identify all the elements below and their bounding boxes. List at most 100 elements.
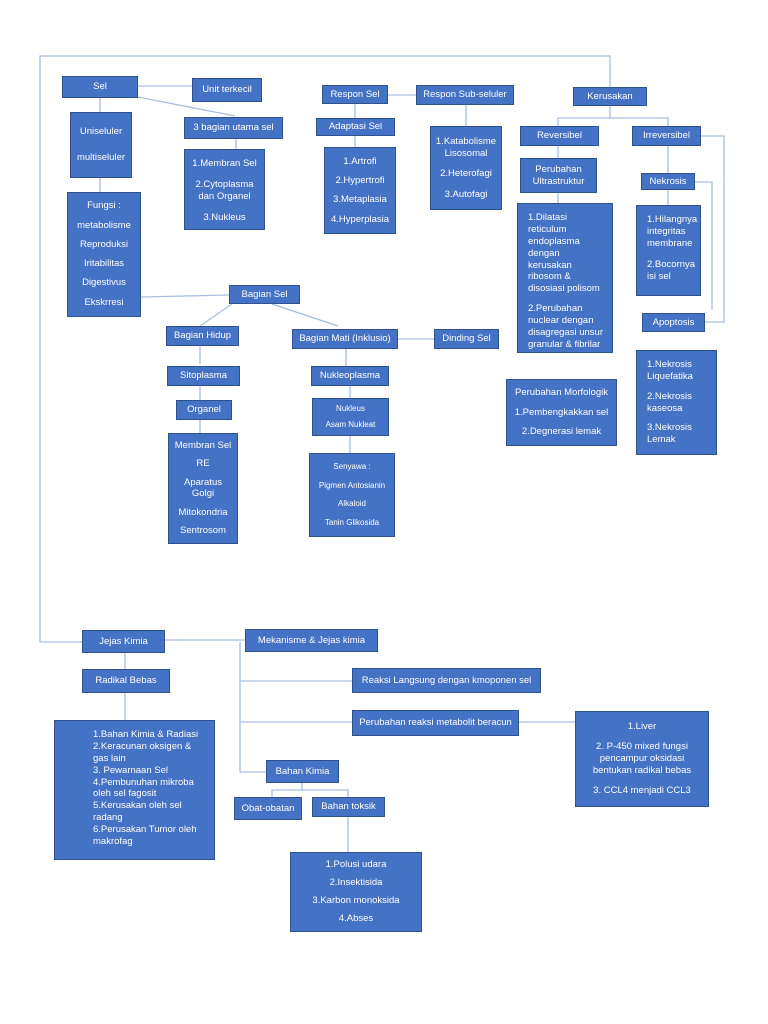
connector <box>39 55 611 642</box>
node-radikal-list: 1.Bahan Kimia & Radiasi 2.Keracunan oksi… <box>54 720 215 860</box>
connector <box>695 181 713 310</box>
node-fungsi: Fungsi : metabolisme Reproduksi Iritabil… <box>67 192 141 317</box>
node-bagian-utama-list: 1.Membran Sel 2.Cytoplasma dan Organel 3… <box>184 149 265 230</box>
list-item: 1.Bahan Kimia & Radiasi <box>93 729 199 740</box>
node-label: Adaptasi Sel <box>328 121 383 133</box>
list-item: Alkaloid <box>337 499 366 509</box>
node-sel: Sel <box>62 76 138 98</box>
node-label: Radikal Bebas <box>95 675 157 687</box>
list-item: 1.Membran Sel <box>192 158 257 169</box>
node-label: Mekanisme & Jejas kimia <box>257 634 366 646</box>
node-label: Perubahan reaksi metabolit beracun <box>359 717 512 729</box>
node-nekrosis: Nekrosis <box>641 173 695 190</box>
list-item: Senyawa : <box>333 462 371 472</box>
list-item: 2.Nekrosis kaseosa <box>647 390 692 414</box>
list-item: 2.Hypertrofi <box>335 174 385 186</box>
list-item: 2.Perubahan nuclear dengan disagregasi u… <box>528 303 603 350</box>
list-item: 3.Karbon monoksida <box>312 895 400 907</box>
node-label: 3 bagian utama sel <box>193 122 274 134</box>
node-bahan-toksik: Bahan toksik <box>312 797 385 817</box>
list-item: 1.Dilatasi reticulum endoplasma dengan k… <box>528 212 600 295</box>
node-senyawa-list: Senyawa : Pigmen Antosianin Alkaloid Tan… <box>309 453 395 537</box>
node-mekanisme: Mekanisme & Jejas kimia <box>245 629 378 652</box>
node-organel-list: Membran Sel RE Aparatus Golgi Mitokondri… <box>168 433 238 544</box>
list-item: Sentrosom <box>180 524 226 536</box>
list-item: 3.Autofagi <box>444 188 488 200</box>
node-respon-subseluler: Respon Sub-seluler <box>416 85 514 105</box>
node-label: Organel <box>187 404 221 416</box>
node-label: Respon Sub-seluler <box>423 89 507 101</box>
list-item: 5.Kerusakan oleh sel radang <box>93 800 182 824</box>
connector <box>271 783 303 797</box>
connector <box>271 303 339 327</box>
list-item: 4.Abses <box>338 913 374 924</box>
list-item: metabolisme <box>77 219 131 231</box>
list-item: Fungsi : <box>87 200 121 212</box>
list-item: 2.Bocornya isi sel <box>647 258 696 282</box>
list-item: Perubahan Morfologik <box>515 387 608 399</box>
node-toksik-list: 1.Polusi udara 2.Insektisida 3.Karbon mo… <box>290 852 422 932</box>
list-item: 2.Cytoplasma dan Organel <box>195 178 254 202</box>
node-label: Dinding Sel <box>442 333 491 345</box>
node-label: Bahan Kimia <box>275 765 330 777</box>
node-kerusakan: Kerusakan <box>573 87 647 106</box>
list-item: 1.Pembengkakkan sel <box>514 406 609 418</box>
node-label: Kerusakan <box>587 90 633 102</box>
list-item: Iritabilitas <box>83 258 125 270</box>
node-label: Bagian Sel <box>241 288 288 300</box>
connector <box>701 135 725 323</box>
node-apoptosis: Apoptosis <box>642 313 705 332</box>
node-label: Reversibel <box>537 130 582 142</box>
node-label: Perubahan Ultrastruktur <box>532 163 585 187</box>
list-item: Membran Sel <box>174 440 232 452</box>
node-liver-list: 1.Liver 2. P-450 mixed fungsi pencampur … <box>575 711 709 807</box>
node-nukleus-list: Nukleus Asam Nukleat <box>312 398 389 436</box>
list-item: 2.Insektisida <box>329 877 383 889</box>
node-irreversibel: Irreversibel <box>632 126 701 146</box>
node-label: Jejas Kimia <box>99 635 148 647</box>
node-label: Respon Sel <box>330 88 380 100</box>
node-label: Bagian Mati (Inklusio) <box>299 333 391 345</box>
node-radikal-bebas: Radikal Bebas <box>82 669 170 693</box>
list-item: 3. Pewarnaan Sel <box>93 764 168 776</box>
node-label: Bahan toksik <box>321 801 376 813</box>
list-item: 3.Nekrosis Lemak <box>647 422 692 446</box>
list-item: 6.Perusakan Tumor oleh makrofag <box>93 824 197 847</box>
node-obat-obatan: Obat-obatan <box>234 797 302 820</box>
connector <box>557 106 611 126</box>
node-bagian-sel: Bagian Sel <box>229 285 300 304</box>
node-jejas-kimia: Jejas Kimia <box>82 630 165 653</box>
list-item: 2. P-450 mixed fungsi pencampur oksidasi… <box>592 741 692 776</box>
list-item: Reproduksi <box>79 238 129 250</box>
node-label: Reaksi Langsung dengan kmoponen sel <box>361 674 532 686</box>
list-item: 3.Nukleus <box>203 211 246 223</box>
list-item: RE <box>196 458 210 470</box>
connector <box>239 642 266 773</box>
list-item: 3. CCL4 menjadi CCL3 <box>593 785 691 797</box>
node-bahan-kimia: Bahan Kimia <box>266 760 339 783</box>
node-perubahan-morfologik: Perubahan Morfologik 1.Pembengkakkan sel… <box>506 379 617 446</box>
list-item: Digestivus <box>82 277 126 289</box>
list-item: 1.Liver <box>627 720 657 732</box>
node-adaptasi-list: 1.Artrofi 2.Hypertrofi 3.Metaplasia 4.Hy… <box>324 147 396 234</box>
node-label: Sel <box>93 81 107 93</box>
node-bagian-utama-sel: 3 bagian utama sel <box>184 117 283 139</box>
list-item: 2.Heterofagi <box>440 168 492 179</box>
node-reaksi-langsung: Reaksi Langsung dengan kmoponen sel <box>352 668 541 693</box>
list-item: Pigmen Antosianin <box>318 480 386 490</box>
list-item: 2.Degnerasi lemak <box>521 425 602 437</box>
node-ultrastruktur-list: 1.Dilatasi reticulum endoplasma dengan k… <box>517 203 613 353</box>
list-item: Mitokondria <box>178 506 228 518</box>
list-item: 1.Artrofi <box>343 155 377 167</box>
list-item: 1.Katabolisme Lisosomal <box>435 135 497 159</box>
node-sitoplasma: Sitoplasma <box>167 366 240 386</box>
list-item: 1.Polusi udara <box>325 859 387 871</box>
list-item: Uniseluler <box>79 126 123 138</box>
list-item: 3.Metaplasia <box>333 194 387 206</box>
list-item: Asam Nukleat <box>325 419 376 429</box>
node-bagian-mati: Bagian Mati (Inklusio) <box>292 329 398 349</box>
list-item: 1.Hilangnya integritas membrane <box>647 214 698 249</box>
node-label: Bagian Hidup <box>173 330 232 342</box>
node-dinding-sel: Dinding Sel <box>434 329 499 349</box>
node-label: Unit terkecil <box>202 84 252 96</box>
